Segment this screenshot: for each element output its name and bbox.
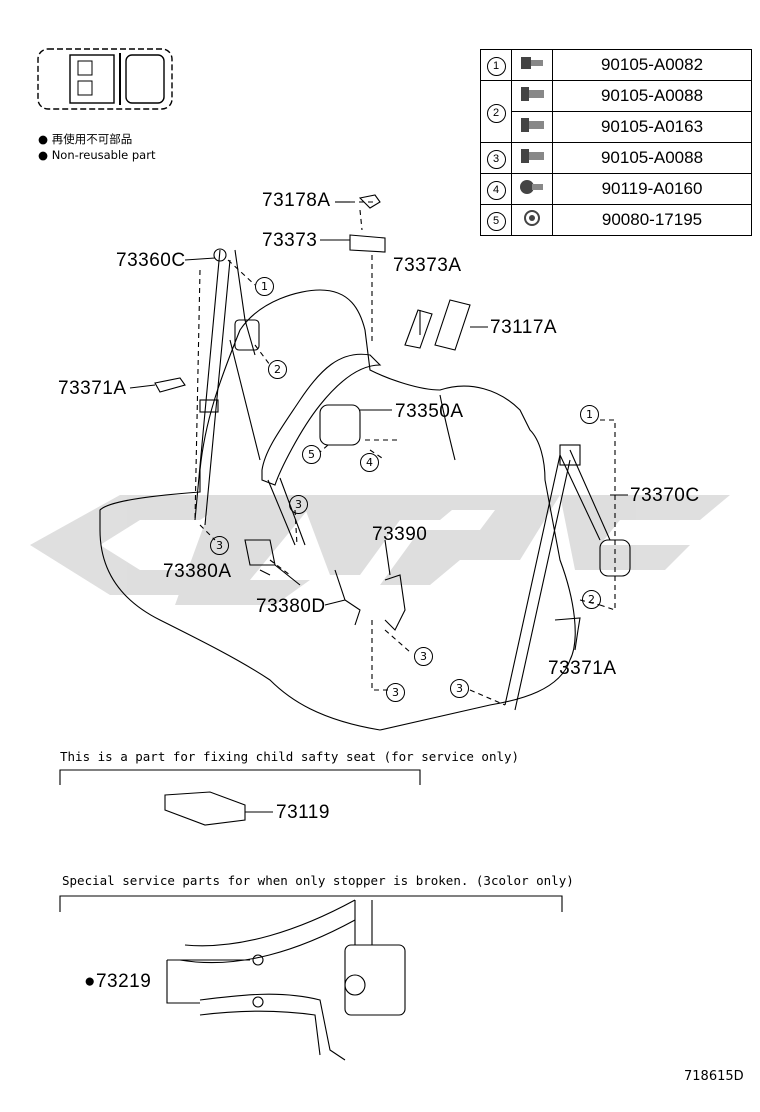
child-seat-caption: This is a part for fixing child safty se… xyxy=(60,749,520,764)
part-73370C[interactable]: 73370C xyxy=(630,485,700,506)
legend-jp-note: ● 再使用不可部品 xyxy=(38,132,133,146)
part-73371A-left[interactable]: 73371A xyxy=(58,378,127,399)
flange-bolt-icon xyxy=(511,49,553,81)
legend-en-text: Non-reusable part xyxy=(51,148,156,162)
callout-number: 1 xyxy=(255,277,274,296)
callout-number: 2 xyxy=(268,360,287,379)
callout-1-right: 1 xyxy=(580,403,599,424)
callout-3-bottom: 3 xyxy=(386,681,405,702)
right-shoulder-belt xyxy=(559,449,611,541)
part-73380A[interactable]: 73380A xyxy=(163,561,232,582)
part-73380D[interactable]: 73380D xyxy=(256,596,326,617)
stopper-caption: Special service parts for when only stop… xyxy=(62,873,574,888)
part-73350A[interactable]: 73350A xyxy=(395,401,464,422)
callout-2-right: 2 xyxy=(582,588,601,609)
legend-en-note: ● Non-reusable part xyxy=(38,148,156,162)
rear-seat-outline xyxy=(99,289,576,731)
hex-bolt-icon xyxy=(511,142,553,174)
part-number-cell[interactable]: 90119-A0160 xyxy=(552,173,752,205)
model-logo-icon xyxy=(37,48,173,110)
part-73360C[interactable]: 73360C xyxy=(116,250,186,271)
part-number-cell[interactable]: 90105-A0163 xyxy=(552,111,752,143)
part-73178A[interactable]: 73178A xyxy=(262,190,331,211)
callout-number: 2 xyxy=(582,590,601,609)
table-row: 5 90080-17195 xyxy=(480,204,752,236)
part-number-cell[interactable]: 90080-17195 xyxy=(552,204,752,236)
part-73373[interactable]: 73373 xyxy=(262,230,318,251)
callout-number: 1 xyxy=(580,405,599,424)
callout-number: 3 xyxy=(450,679,469,698)
ref-number: 5 xyxy=(486,212,506,231)
callout-3-left: 3 xyxy=(210,534,229,555)
ref-number: 3 xyxy=(486,150,506,169)
part-73119[interactable]: 73119 xyxy=(276,802,330,823)
ref-number: 4 xyxy=(486,181,506,200)
part-73371A-right[interactable]: 73371A xyxy=(548,658,617,679)
drawing-id: 718615D xyxy=(684,1069,744,1084)
ref-cell: 2 xyxy=(480,80,512,143)
table-row: 3 90105-A0088 xyxy=(480,142,752,174)
part-73373A[interactable]: 73373A xyxy=(393,255,462,276)
bolt-table: 1 90105-A0082 2 90105-A0088 90105-A0163 … xyxy=(480,49,752,236)
callout-2-left: 2 xyxy=(268,358,287,379)
table-row: 90105-A0163 xyxy=(481,111,752,143)
center-belt xyxy=(261,353,382,486)
part-number-cell[interactable]: 90105-A0088 xyxy=(552,142,752,174)
callout-1-left: 1 xyxy=(255,275,274,296)
table-row: 1 90105-A0082 xyxy=(480,49,752,81)
callout-number: 4 xyxy=(360,453,379,472)
callout-3-center: 3 xyxy=(289,493,308,514)
table-row: 4 90119-A0160 xyxy=(480,173,752,205)
table-row: 2 90105-A0088 xyxy=(480,80,752,143)
callout-3-buckle: 3 xyxy=(414,645,433,666)
callout-number: 3 xyxy=(210,536,229,555)
part-73219-number: 73219 xyxy=(95,971,152,992)
part-73219[interactable]: ●73219 xyxy=(84,971,152,992)
stopper-belt-detail xyxy=(179,899,356,964)
ref-number: 1 xyxy=(486,57,506,76)
callout-number: 3 xyxy=(414,647,433,666)
ref-number: 2 xyxy=(486,103,506,123)
shoulder-bolt-icon xyxy=(511,173,553,205)
callout-number: 3 xyxy=(289,495,308,514)
callout-number: 5 xyxy=(302,445,321,464)
part-73390[interactable]: 73390 xyxy=(372,524,428,545)
part-73117A[interactable]: 73117A xyxy=(490,317,558,338)
legend-jp-text: 再使用不可部品 xyxy=(51,132,133,146)
part-number-cell[interactable]: 90105-A0088 xyxy=(552,80,752,112)
callout-4: 4 xyxy=(360,451,379,472)
ref-cell: 4 xyxy=(480,173,512,205)
left-shoulder-belt xyxy=(194,249,231,526)
callout-number: 3 xyxy=(386,683,405,702)
callout-5: 5 xyxy=(302,443,321,464)
callout-3-right: 3 xyxy=(450,677,469,698)
part-number-cell[interactable]: 90105-A0082 xyxy=(552,49,752,81)
